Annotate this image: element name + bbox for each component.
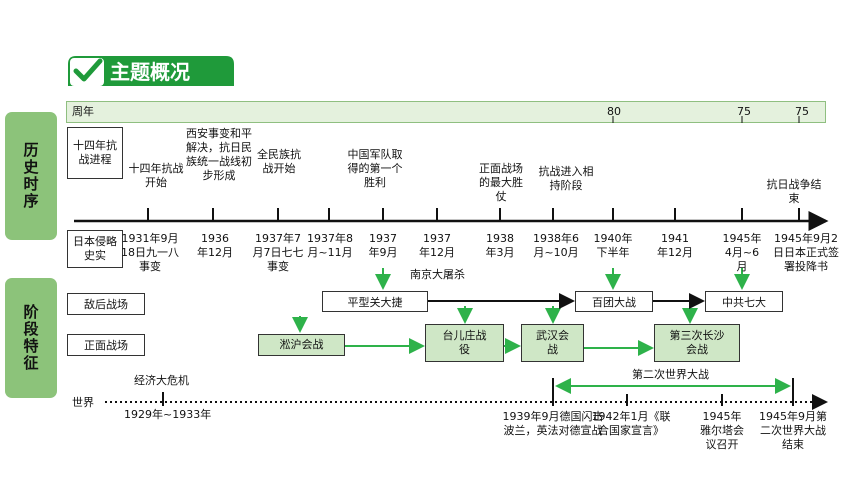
side-label-history-text: 历史时序 bbox=[21, 142, 40, 210]
event-first-victory: 中国军队取得的第一个胜利 bbox=[347, 148, 403, 189]
world-event-1945-9: 1945年9月第二次世界大战结束 bbox=[759, 410, 827, 451]
event-biggest-victory: 正面战场的最大胜仗 bbox=[479, 162, 523, 203]
box-changsha3-text: 第三次长沙会战 bbox=[669, 329, 725, 356]
row-label-front-text: 正面战场 bbox=[84, 339, 128, 352]
header-badge bbox=[66, 54, 236, 88]
row-label-china-war-text: 十四年抗战进程 bbox=[73, 139, 117, 166]
event-war-end: 抗日战争结束 bbox=[766, 178, 822, 205]
date-1936: 1936年12月 bbox=[197, 232, 233, 259]
event-full-war-start: 全民族抗战开始 bbox=[257, 148, 301, 175]
box-zhonggong7-text: 中共七大 bbox=[722, 295, 766, 309]
box-baituan-text: 百团大战 bbox=[592, 295, 636, 309]
event-14year-start: 十四年抗战开始 bbox=[128, 162, 184, 189]
row-label-japan: 日本侵略史实 bbox=[67, 230, 123, 268]
timeline-ticks bbox=[147, 208, 800, 221]
row-label-front: 正面战场 bbox=[67, 334, 145, 356]
world-event-1942: 1942年1月《联合国家宣言》 bbox=[591, 410, 671, 437]
year-mark-80: 80 bbox=[607, 105, 621, 118]
world-crisis-years: 1929年~1933年 bbox=[124, 408, 212, 421]
box-taierzhuang-text: 台儿庄战役 bbox=[442, 329, 487, 356]
date-1937-9: 1937年9月 bbox=[368, 232, 398, 259]
box-songhu-text: 淞沪会战 bbox=[279, 338, 324, 351]
box-zhonggong7: 中共七大 bbox=[705, 291, 783, 312]
green-down-arrows bbox=[292, 268, 750, 333]
box-songhu: 淞沪会战 bbox=[258, 334, 345, 356]
page-title: 主题概况 bbox=[110, 60, 190, 84]
date-1937-12: 1937年12月 bbox=[419, 232, 455, 259]
world-ww2-label: 第二次世界大战 bbox=[632, 368, 709, 381]
year-bar-label: 周年 bbox=[72, 105, 94, 118]
year-mark-75-a: 75 bbox=[737, 105, 751, 118]
date-1931: 1931年9月18日九一八事变 bbox=[121, 232, 179, 273]
world-event-1939: 1939年9月德国闪击波兰，英法对德宣战 bbox=[502, 410, 604, 437]
row-label-rear: 敌后战场 bbox=[67, 293, 145, 315]
date-1937-8: 1937年8月~11月 bbox=[307, 232, 353, 259]
event-nanjing-massacre: 南京大屠杀 bbox=[410, 268, 465, 281]
row-label-rear-text: 敌后战场 bbox=[84, 298, 128, 311]
world-ticks bbox=[162, 378, 794, 406]
year-mark-75-b: 75 bbox=[795, 105, 809, 118]
world-crisis: 经济大危机 bbox=[134, 374, 189, 387]
box-wuhan-text: 武汉会战 bbox=[536, 329, 569, 356]
world-event-yalta: 1945年雅尔塔会议召开 bbox=[700, 410, 744, 451]
event-xian-incident: 西安事变和平解决，抗日民族统一战线初步形成 bbox=[186, 127, 252, 182]
row-label-world: 世界 bbox=[72, 396, 94, 409]
date-1940: 1940年下半年 bbox=[593, 232, 633, 259]
date-1938-6: 1938年6月~10月 bbox=[533, 232, 579, 259]
event-stalemate: 抗战进入相持阶段 bbox=[538, 165, 594, 192]
header-badge-shape bbox=[68, 56, 234, 86]
date-1938-3: 1938年3月 bbox=[485, 232, 515, 259]
date-1945-9: 1945年9月2日日本正式签署投降书 bbox=[773, 232, 839, 273]
date-1945-4: 1945年4月~6月 bbox=[722, 232, 762, 273]
box-taierzhuang: 台儿庄战役 bbox=[425, 324, 504, 362]
box-changsha3: 第三次长沙会战 bbox=[654, 324, 740, 362]
box-pingxingguan: 平型关大捷 bbox=[322, 291, 428, 312]
box-wuhan: 武汉会战 bbox=[521, 324, 584, 362]
side-label-history: 历史时序 bbox=[5, 112, 57, 240]
side-label-stage-text: 阶段特征 bbox=[21, 304, 40, 372]
box-pingxingguan-text: 平型关大捷 bbox=[347, 295, 403, 309]
row-label-china-war: 十四年抗战进程 bbox=[67, 127, 123, 179]
row-label-japan-text: 日本侵略史实 bbox=[73, 235, 117, 262]
date-1937-7: 1937年7月7日七七事变 bbox=[252, 232, 304, 273]
year-bar bbox=[66, 101, 826, 123]
date-1941: 1941年12月 bbox=[657, 232, 693, 259]
front-arrows bbox=[345, 338, 654, 356]
box-baituan: 百团大战 bbox=[575, 291, 653, 312]
side-label-stage: 阶段特征 bbox=[5, 278, 57, 398]
